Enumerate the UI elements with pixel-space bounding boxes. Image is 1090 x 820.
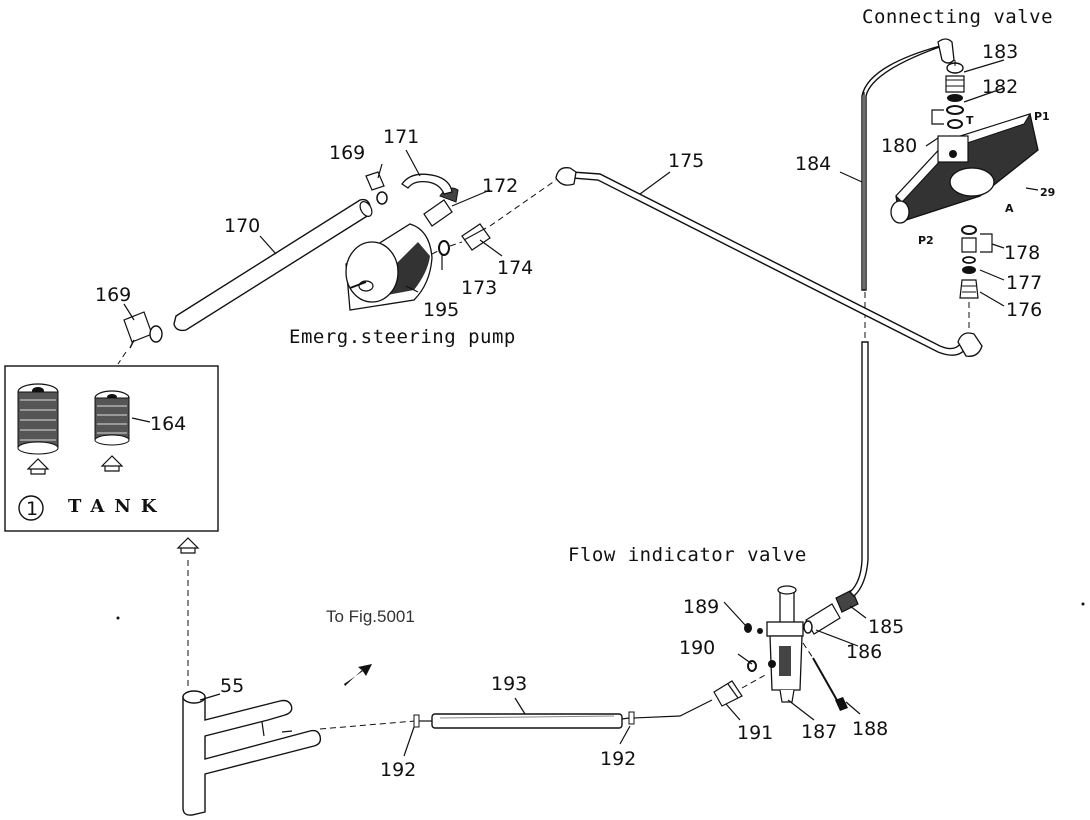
up-arrow-icon xyxy=(26,458,50,475)
clamp-192-left xyxy=(413,714,420,728)
part-187: 187 xyxy=(801,721,837,743)
part-188: 188 xyxy=(852,718,888,740)
tank-filter-small xyxy=(94,390,130,446)
emerg-steering-pump xyxy=(345,223,433,311)
clamp-169-top xyxy=(365,171,388,205)
elbow-172 xyxy=(423,187,459,227)
flow-arrow-icon xyxy=(344,664,372,686)
part-177: 177 xyxy=(1006,272,1042,294)
leader-lines xyxy=(123,59,1039,757)
part-190: 190 xyxy=(679,637,715,659)
part-175: 175 xyxy=(668,150,704,172)
part-176: 176 xyxy=(1006,299,1042,321)
tank-label: TANK xyxy=(68,496,166,517)
caption-connecting-valve: Connecting valve xyxy=(862,6,1053,28)
part-182: 182 xyxy=(982,76,1018,98)
part-172: 172 xyxy=(482,175,518,197)
part-192-left: 192 xyxy=(380,759,416,781)
tank-circle-badge xyxy=(18,495,44,521)
port-p2: P2 xyxy=(918,234,934,247)
part-164: 164 xyxy=(150,413,186,435)
fitting-174 xyxy=(461,223,491,251)
clamp-169-left xyxy=(123,311,163,349)
pipe-175 xyxy=(555,167,983,357)
port-t: T xyxy=(966,114,974,127)
clamp-192-right xyxy=(628,711,635,725)
part-180: 180 xyxy=(881,135,917,157)
part-192-right: 192 xyxy=(600,748,636,770)
part-193: 193 xyxy=(491,673,527,695)
port-a: A xyxy=(1005,202,1014,215)
part-29: 29 xyxy=(1040,186,1055,199)
tank-inset: 1 TANK xyxy=(4,365,219,532)
fitting-185 xyxy=(803,589,859,635)
hose-193 xyxy=(431,713,623,729)
bolt-188 xyxy=(812,657,848,711)
fitting-stack-top xyxy=(945,62,965,129)
oring-190 xyxy=(747,660,757,672)
connecting-valve xyxy=(890,113,1039,224)
tank-number: 1 xyxy=(26,498,38,520)
up-arrow-icon xyxy=(176,537,200,554)
pipe-184 xyxy=(848,38,955,597)
part-189: 189 xyxy=(683,596,719,618)
part-191: 191 xyxy=(737,722,773,744)
clamp-171 xyxy=(401,173,453,195)
part-55: 55 xyxy=(220,675,244,697)
tank-filter-large xyxy=(17,383,59,455)
part-178: 178 xyxy=(1004,242,1040,264)
flow-indicator-valve xyxy=(757,585,804,703)
caption-to-fig: To Fig.5001 xyxy=(326,607,415,626)
adapter-191 xyxy=(713,680,743,707)
part-184: 184 xyxy=(795,153,831,175)
part-183: 183 xyxy=(982,41,1018,63)
part-171: 171 xyxy=(383,126,419,148)
part-186: 186 xyxy=(846,641,882,663)
part-173: 173 xyxy=(461,277,497,299)
part-169-top: 169 xyxy=(329,142,365,164)
part-185: 185 xyxy=(868,616,904,638)
part-169-left: 169 xyxy=(95,284,131,306)
part-170: 170 xyxy=(224,215,260,237)
fitting-stack-bottom xyxy=(959,225,979,299)
part-174: 174 xyxy=(497,257,533,279)
caption-emerg-steering-pump: Emerg.steering pump xyxy=(289,326,516,348)
up-arrow-icon xyxy=(100,455,124,472)
oring-173 xyxy=(438,240,450,256)
part-195: 195 xyxy=(423,299,459,321)
suction-manifold xyxy=(182,690,322,816)
port-p1: P1 xyxy=(1034,110,1050,123)
caption-flow-indicator-valve: Flow indicator valve xyxy=(568,544,807,566)
hose-170 xyxy=(173,198,373,332)
